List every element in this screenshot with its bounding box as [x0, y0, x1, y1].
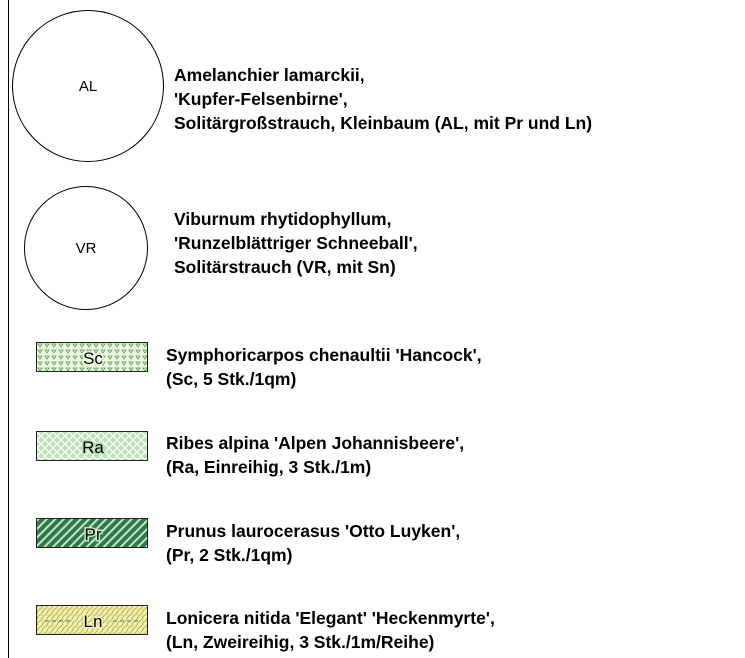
- description-line: 'Runzelblättriger Schneeball',: [174, 233, 418, 253]
- left-border-line: [8, 0, 9, 658]
- symbol-swatch-pr: Pr: [36, 518, 148, 548]
- description-ra: Ribes alpina 'Alpen Johannisbeere', (Ra,…: [166, 431, 464, 479]
- description-line: Lonicera nitida 'Elegant' 'Heckenmyrte',: [166, 608, 495, 628]
- description-line: Prunus laurocerasus 'Otto Luyken',: [166, 521, 461, 541]
- description-line: Solitärstrauch (VR, mit Sn): [174, 257, 396, 277]
- symbol-circle-vr: VR: [24, 186, 148, 310]
- symbol-code-ra: Ra: [82, 438, 104, 457]
- description-line: Symphoricarpos chenaultii 'Hancock',: [166, 345, 482, 365]
- symbol-swatch-ln: Ln: [36, 605, 148, 635]
- description-line: Ribes alpina 'Alpen Johannisbeere',: [166, 433, 465, 453]
- description-line: (Ra, Einreihig, 3 Stk./1m): [166, 457, 372, 477]
- symbol-code-vr: VR: [75, 239, 97, 257]
- symbol-code-sc: Sc: [83, 349, 103, 368]
- symbol-code-ln: Ln: [84, 612, 103, 631]
- symbol-code-al: AL: [78, 77, 98, 95]
- description-pr: Prunus laurocerasus 'Otto Luyken', (Pr, …: [166, 519, 460, 567]
- description-al: Amelanchier lamarckii, 'Kupfer-Felsenbir…: [174, 63, 592, 135]
- description-line: 'Kupfer-Felsenbirne',: [174, 89, 348, 109]
- description-line: (Pr, 2 Stk./1qm): [166, 545, 293, 565]
- description-line: (Sc, 5 Stk./1qm): [166, 369, 297, 389]
- symbol-code-pr: Pr: [85, 525, 102, 544]
- description-ln: Lonicera nitida 'Elegant' 'Heckenmyrte',…: [166, 606, 495, 654]
- symbol-circle-al: AL: [12, 10, 164, 162]
- description-line: Amelanchier lamarckii,: [174, 65, 365, 85]
- description-sc: Symphoricarpos chenaultii 'Hancock', (Sc…: [166, 343, 482, 391]
- description-line: (Ln, Zweireihig, 3 Stk./1m/Reihe): [166, 632, 435, 652]
- description-line: Solitärgroßstrauch, Kleinbaum (AL, mit P…: [174, 113, 593, 133]
- symbol-swatch-sc: Sc: [36, 342, 148, 372]
- symbol-swatch-ra: Ra: [36, 431, 148, 461]
- description-line: Viburnum rhytidophyllum,: [174, 209, 392, 229]
- description-vr: Viburnum rhytidophyllum, 'Runzelblättrig…: [174, 207, 418, 279]
